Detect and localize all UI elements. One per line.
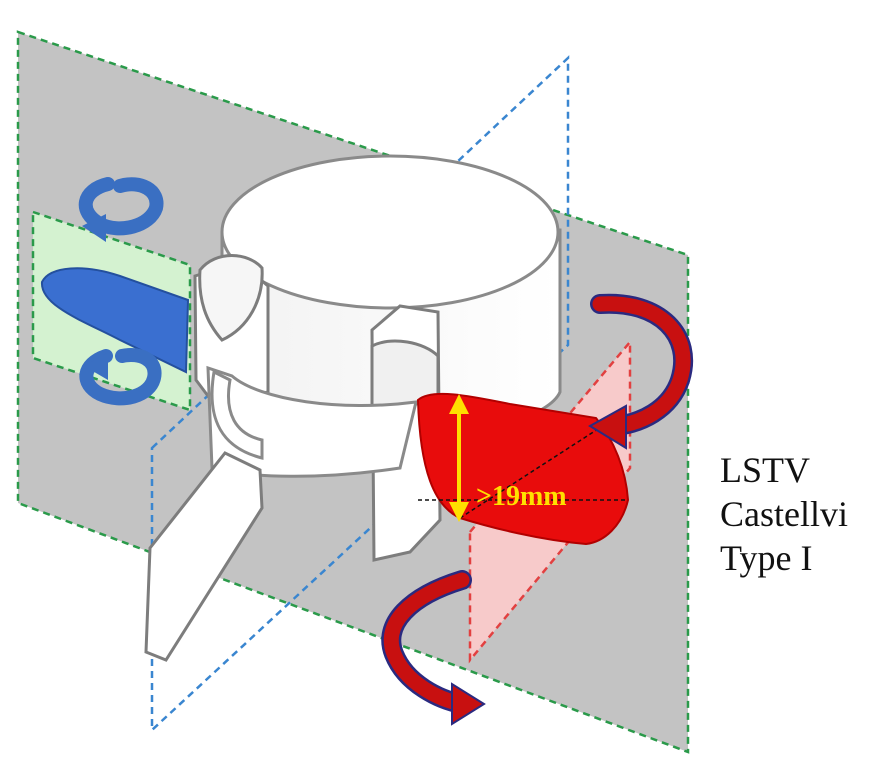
spinous-process [144, 451, 264, 662]
left-facet [198, 254, 264, 342]
label-line-lstv: LSTV [720, 450, 810, 490]
red-rotation-arrow-right [588, 293, 694, 450]
measurement-arrow [449, 394, 469, 522]
label-line-type: Type I [720, 538, 813, 578]
measurement-guide-diagonal [459, 419, 613, 519]
label-line-castellvi: Castellvi [720, 494, 848, 534]
left-transverse-process [40, 267, 190, 374]
measurement-label: >19mm [476, 481, 567, 512]
right-transverse-process [416, 392, 630, 546]
right-facet [370, 339, 440, 410]
blue-rotation-arrow-top [78, 177, 164, 242]
classification-label: LSTV Castellvi Type I [720, 448, 848, 580]
lamina-hook [210, 369, 264, 460]
red-rotation-arrow-bottom [381, 570, 486, 726]
blue-rotation-arrow-bottom [79, 348, 162, 406]
